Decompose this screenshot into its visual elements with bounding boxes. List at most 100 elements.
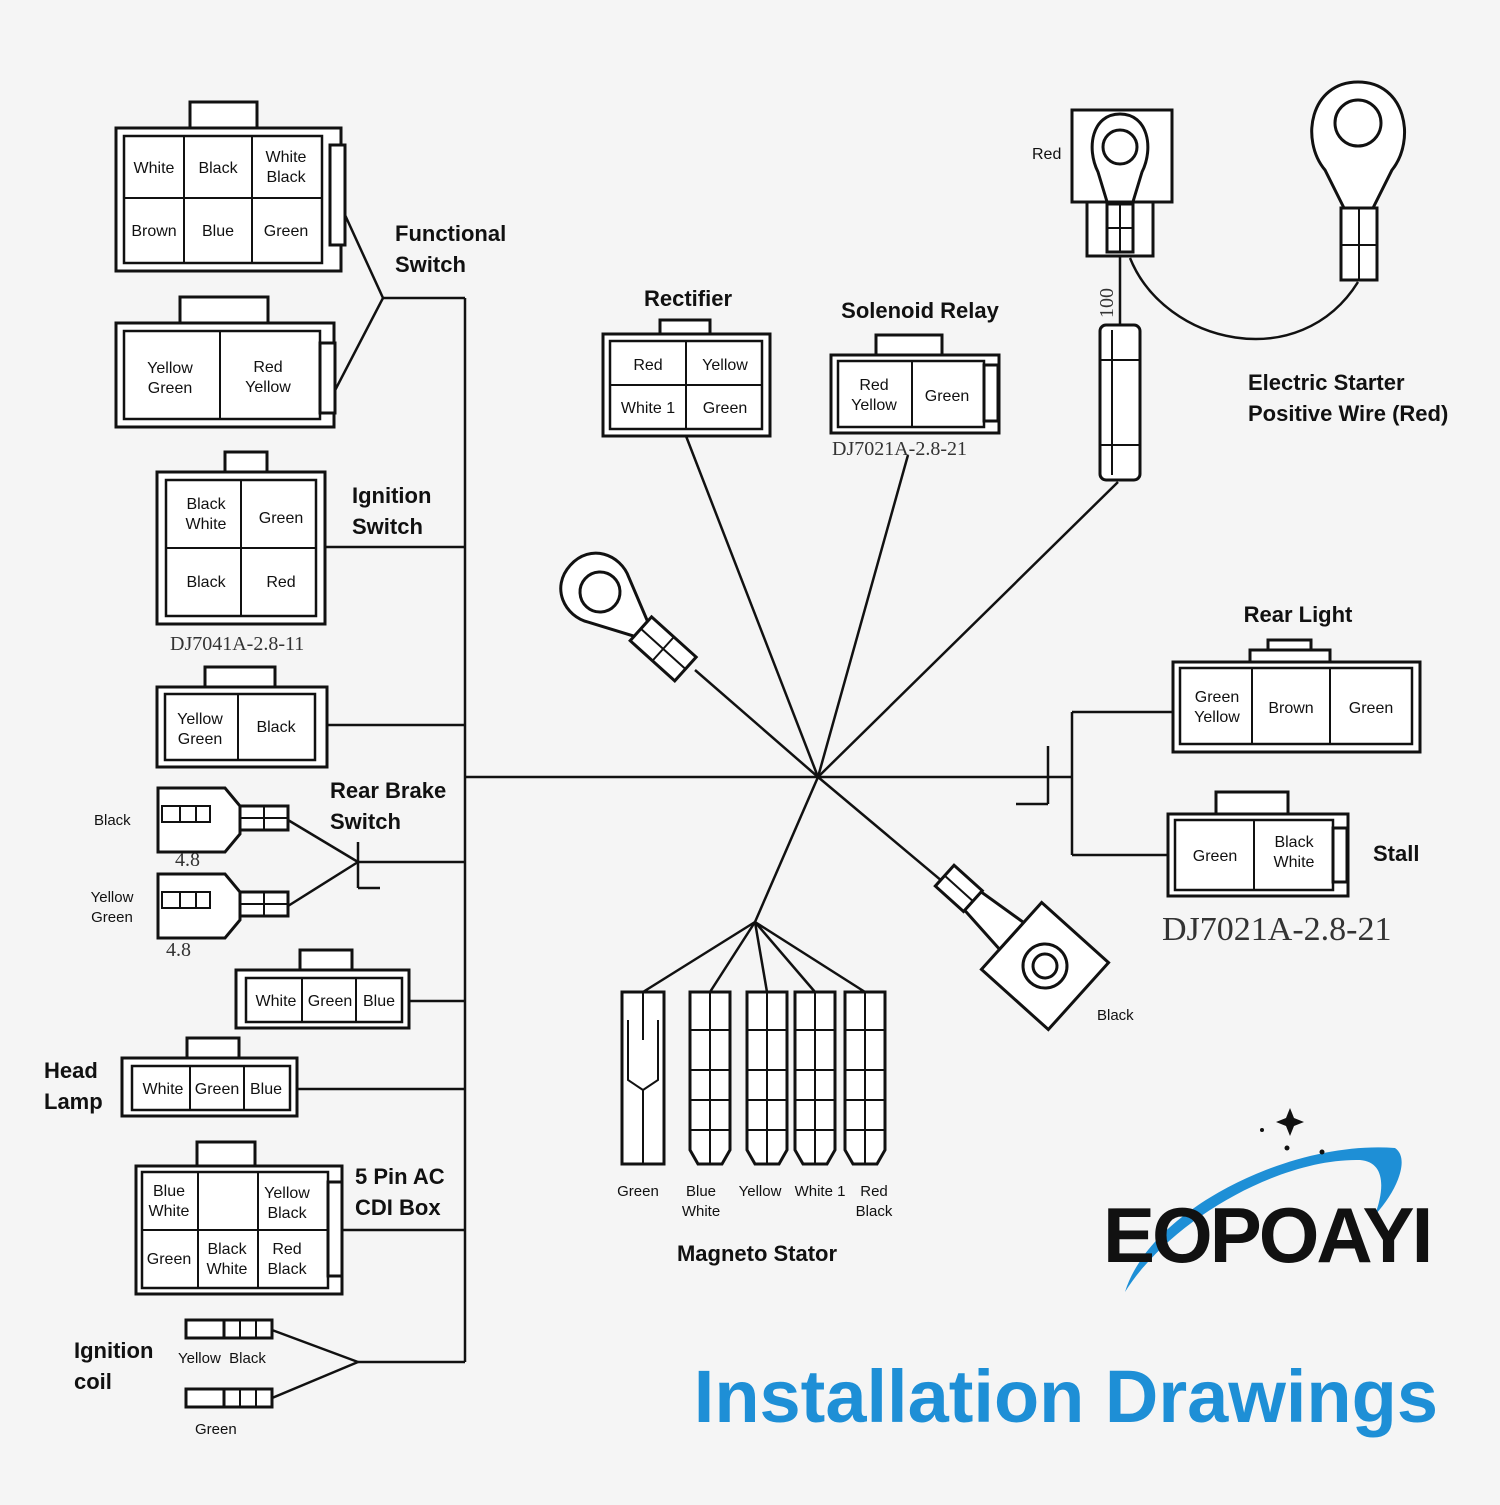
stall-label: Stall: [1373, 841, 1419, 866]
ground-ring-terminal-lower: [933, 863, 1111, 1032]
ignition-coil-label-1: Ignition: [74, 1338, 153, 1363]
rear-brake-size-1: 4.8: [175, 849, 200, 871]
relay-pin-2: Green: [925, 388, 969, 405]
functional-switch-label-1: Functional: [395, 221, 506, 246]
rectifier-label: Rectifier: [644, 286, 732, 311]
ignition-switch-model: DJ7041A-2.8-11: [170, 633, 304, 655]
rear-brake-terminal-2: [156, 872, 290, 940]
rect-pin-1: Red: [633, 357, 662, 374]
rear-brake-terminal-1: [156, 786, 290, 854]
head-lamp-label-2: Lamp: [44, 1089, 103, 1114]
ignition-coil-wire-1: Yellow Black: [178, 1350, 266, 1367]
brand-name: EOPOAYI: [1103, 1191, 1430, 1279]
three-pin-connector-a: White Green Blue: [234, 948, 411, 1030]
ignition-switch-label-2: Switch: [352, 514, 423, 539]
stator-terminal-red-black: [843, 990, 887, 1166]
hl-pin-2: Green: [195, 1081, 239, 1098]
rear-brake-label-2: Switch: [330, 809, 401, 834]
solenoid-relay-model: DJ7021A-2.8-21: [832, 438, 967, 460]
functional-switch-label-2: Switch: [395, 252, 466, 277]
stall-pin-1: Green: [1193, 848, 1237, 865]
is-pin-2: Green: [259, 510, 303, 527]
hl-pin-3: Blue: [250, 1081, 282, 1098]
rl-pin-3: Green: [1349, 700, 1393, 717]
ignition-coil-terminal-2: [184, 1387, 274, 1409]
is-pin-3: Black: [186, 574, 226, 591]
ignition-coil-terminal-1: [184, 1318, 274, 1340]
starter-label-1: Electric Starter: [1248, 370, 1405, 395]
ignition-coil-label-2: coil: [74, 1369, 112, 1394]
stator-terminal-blue-white: [688, 990, 732, 1166]
starter-label-2: Positive Wire (Red): [1248, 401, 1448, 426]
central-hub-wires: [465, 255, 1360, 923]
ignition-switch-label-1: Ignition: [352, 483, 431, 508]
rear-brake-wire-1: Black: [94, 812, 131, 829]
rear-brake-label-1: Rear Brake: [330, 778, 446, 803]
starter-positive-ring-terminal: [1310, 80, 1406, 282]
stator-wires: [642, 920, 866, 994]
hl-pin-1: White: [143, 1081, 184, 1098]
magneto-stator-label: Magneto Stator: [677, 1241, 838, 1266]
starter-fuse-holder: [1098, 323, 1142, 482]
fs-pin-4: Brown: [131, 223, 176, 240]
page-heading: Installation Drawings: [694, 1355, 1438, 1438]
tpa-pin-1: White: [256, 993, 297, 1010]
stator-wire-4: White 1: [795, 1183, 846, 1200]
stator-terminal-green: [620, 990, 666, 1166]
cdi-box-label-1: 5 Pin AC: [355, 1164, 445, 1189]
head-lamp-label-1: Head: [44, 1058, 98, 1083]
stator-wire-1: Green: [617, 1183, 659, 1200]
stator-wire-3: Yellow: [739, 1183, 782, 1200]
stator-terminal-yellow: [745, 990, 789, 1166]
is-pin-4: Red: [266, 574, 295, 591]
ground-wire-label: Black: [1097, 1007, 1134, 1024]
tpa-pin-3: Blue: [363, 993, 395, 1010]
fs-pin-5: Blue: [202, 223, 234, 240]
starter-relay-ring: [1070, 108, 1174, 258]
starter-red-label: Red: [1032, 146, 1061, 163]
rect-pin-2: Yellow: [702, 357, 748, 374]
rect-pin-3: White 1: [621, 400, 675, 417]
ignition-coil-wire-2: Green: [195, 1421, 237, 1438]
rl-pin-2: Brown: [1268, 700, 1313, 717]
cdi-pin-4: Green: [147, 1251, 191, 1268]
fs-pin-2: Black: [198, 160, 238, 177]
stall-model: DJ7021A-2.8-21: [1162, 911, 1391, 948]
stator-terminal-white: [793, 990, 837, 1166]
rear-brake-size-2: 4.8: [166, 939, 191, 961]
left-harness-wires: [271, 203, 467, 1400]
stator-terminals: [620, 990, 887, 1166]
rear-light-label: Rear Light: [1244, 602, 1353, 627]
starter-fuse-value: 100: [1096, 288, 1118, 318]
ground-ring-terminal-upper: [559, 551, 699, 683]
yb-pin-2: Black: [256, 719, 296, 736]
fs-pin-1: White: [134, 160, 175, 177]
tpa-pin-2: Green: [308, 993, 352, 1010]
rectifier-connector: Red Yellow White 1 Green: [601, 318, 772, 438]
fs-pin-6: Green: [264, 223, 308, 240]
head-lamp-connector: White Green Blue: [120, 1036, 299, 1118]
